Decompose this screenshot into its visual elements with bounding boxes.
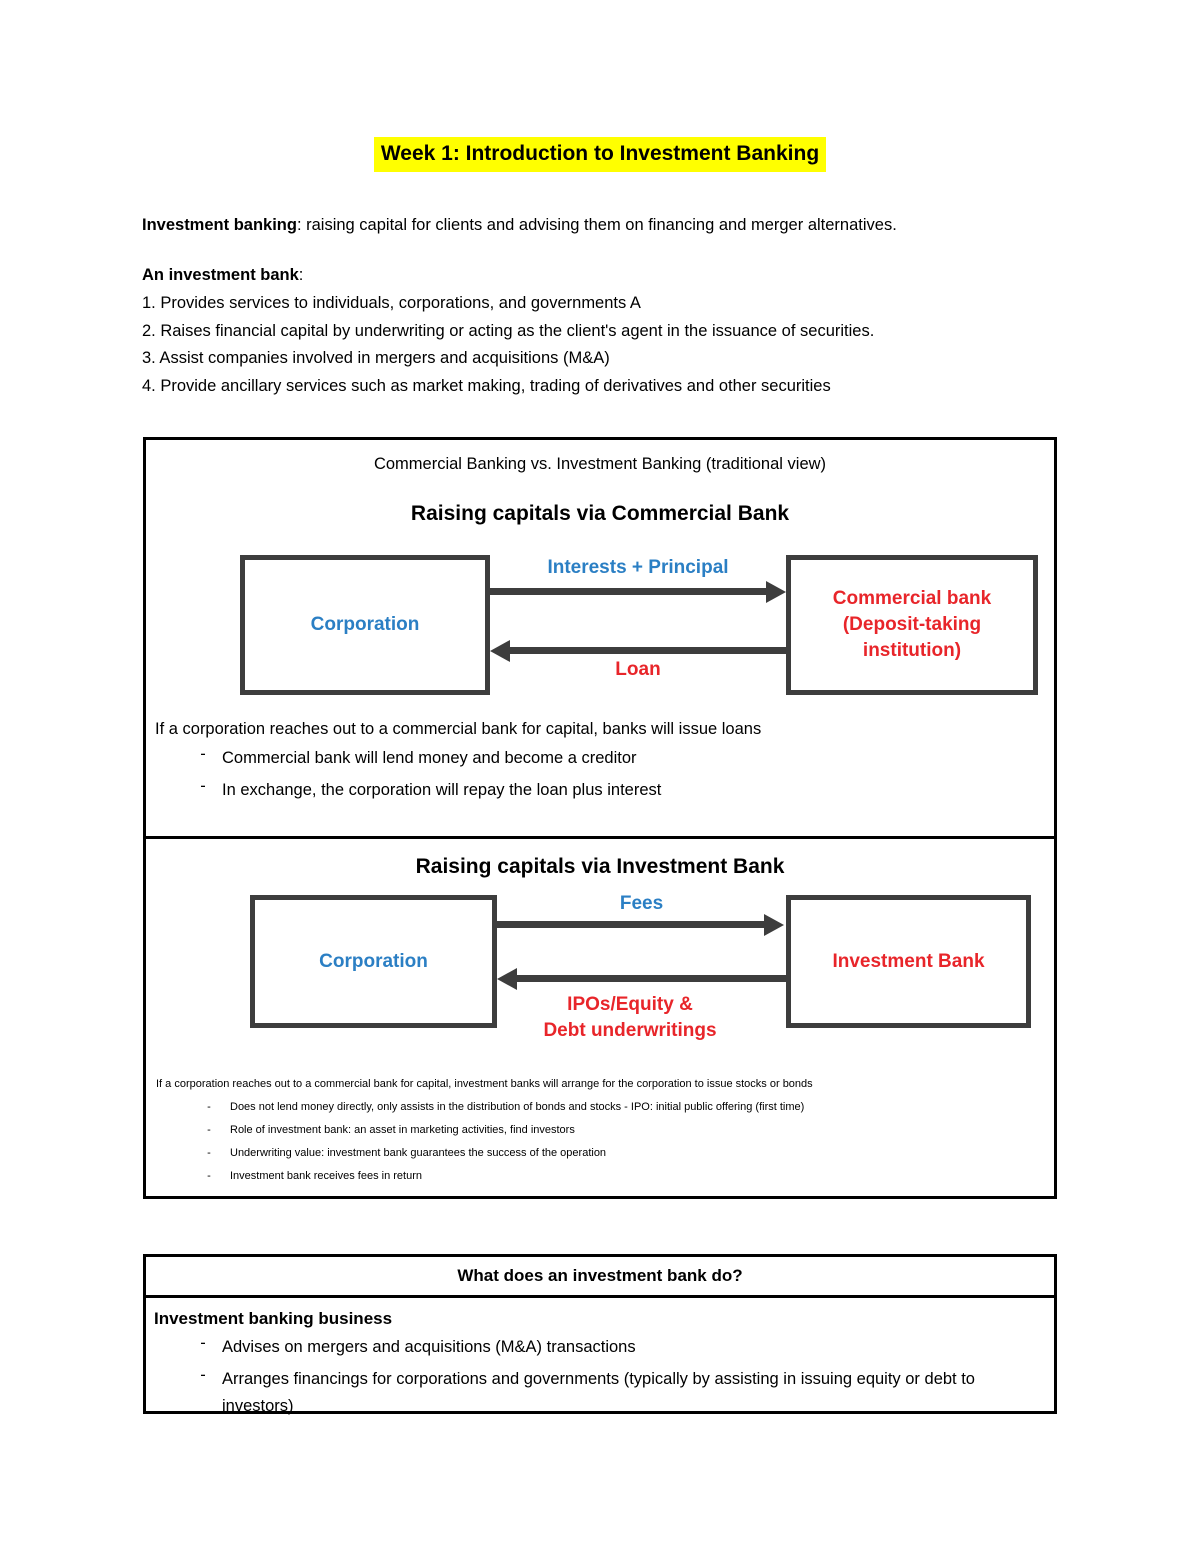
list-item: 2. Raises financial capital by underwrit…: [142, 321, 875, 340]
bullet-text: Investment bank receives fees in return: [230, 1170, 422, 1182]
commercial-bank-label-line: institution): [862, 640, 962, 661]
bullet-marker: -: [207, 1147, 211, 1159]
intro-lead: Investment banking: [142, 216, 297, 234]
bullet-text: Arranges financings for corporations and…: [222, 1370, 975, 1415]
bullet-marker: -: [207, 1101, 211, 1113]
bullet-marker: -: [207, 1170, 211, 1182]
left-arrow-icon: [517, 975, 786, 982]
bullet-item: - Underwriting value: investment bank gu…: [154, 1147, 1046, 1159]
bullet-item: - Arranges financings for corporations a…: [154, 1366, 1046, 1420]
right-arrow-icon: [497, 921, 764, 928]
bullet-text: Advises on mergers and acquisitions (M&A…: [222, 1338, 636, 1356]
commercial-bank-label-line: (Deposit-taking: [842, 614, 982, 635]
list-item: 1. Provides services to individuals, cor…: [142, 294, 641, 312]
what-subheading: Investment banking business: [154, 1309, 393, 1328]
bullet-item: - Advises on mergers and acquisitions (M…: [154, 1334, 1046, 1361]
definition-heading-colon: :: [298, 266, 304, 284]
bullet-marker: -: [207, 1124, 211, 1136]
ipos-equity-label-line: IPOs/Equity &: [567, 994, 693, 1015]
bullet-item: - Does not lend money directly, only ass…: [154, 1101, 1046, 1113]
bullet-text: In exchange, the corporation will repay …: [222, 781, 662, 799]
commercial-note: If a corporation reaches out to a commer…: [155, 720, 762, 738]
definition-heading-text: An investment bank: [142, 266, 299, 284]
investment-bank-label: Investment Bank: [832, 950, 985, 972]
commercial-diagram: Corporation Commercial bank (Deposit-tak…: [154, 555, 1046, 695]
investment-note: If a corporation reaches out to a commer…: [156, 1078, 813, 1090]
investment-bank-node: Investment Bank: [786, 895, 1031, 1028]
interests-principal-label: Interests + Principal: [547, 557, 729, 578]
bullet-marker: -: [200, 777, 206, 795]
page-title: Week 1: Introduction to Investment Banki…: [373, 137, 827, 172]
bullet-marker: -: [200, 1366, 206, 1384]
loan-label: Loan: [615, 659, 661, 680]
what-body-box: Investment banking business - Advises on…: [143, 1295, 1057, 1415]
corporation-node: Corporation: [250, 895, 497, 1028]
fees-label: Fees: [619, 893, 664, 914]
title-row: Week 1: Introduction to Investment Banki…: [0, 137, 1200, 172]
bullet-text: Commercial bank will lend money and beco…: [222, 749, 637, 767]
bullet-text: Does not lend money directly, only assis…: [230, 1101, 805, 1113]
list-item: 3. Assist companies involved in mergers …: [142, 349, 610, 367]
bullet-text: Underwriting value: investment bank guar…: [230, 1147, 607, 1159]
what-header-box: What does an investment bank do?: [143, 1254, 1057, 1298]
corporation-label: Corporation: [319, 950, 428, 972]
intro-rest: : raising capital for clients and advisi…: [296, 216, 897, 234]
ipos-equity-label-line: Debt underwritings: [543, 1020, 717, 1041]
panel-caption: Commercial Banking vs. Investment Bankin…: [373, 455, 827, 473]
investment-banking-panel: Raising capitals via Investment Bank Cor…: [143, 836, 1057, 1199]
investment-diagram: Corporation Investment Bank Fees IPOs/Eq…: [154, 893, 1046, 1041]
bullet-text: Role of investment bank: an asset in mar…: [230, 1124, 575, 1136]
commercial-diagram-title: Raising capitals via Commercial Bank: [410, 502, 790, 525]
list-item: 4. Provide ancillary services such as ma…: [142, 376, 831, 395]
bullet-marker: -: [200, 1334, 206, 1352]
left-arrow-icon: [510, 647, 786, 654]
bullet-item: - Role of investment bank: an asset in m…: [154, 1124, 1046, 1136]
what-header-text: What does an investment bank do?: [457, 1266, 743, 1285]
intro-paragraph: Investment banking: raising capital for …: [142, 216, 1058, 235]
bullet-item: - In exchange, the corporation will repa…: [154, 777, 1046, 803]
definition-list: 1. Provides services to individuals, cor…: [142, 290, 1058, 400]
bullet-item: - Investment bank receives fees in retur…: [154, 1170, 1046, 1182]
commercial-banking-panel: Commercial Banking vs. Investment Bankin…: [143, 437, 1057, 839]
ipos-equity-label: IPOs/Equity & Debt underwritings: [474, 992, 786, 1044]
definition-heading: An investment bank:: [142, 266, 1058, 285]
corporation-node: Corporation: [240, 555, 490, 695]
bullet-item: - Commercial bank will lend money and be…: [154, 745, 1046, 771]
commercial-bank-label-line: Commercial bank: [832, 588, 992, 609]
corporation-label: Corporation: [310, 614, 420, 635]
right-arrow-icon: [490, 588, 766, 595]
investment-diagram-title: Raising capitals via Investment Bank: [415, 855, 785, 878]
investment-notes-block: If a corporation reaches out to a commer…: [154, 1078, 1046, 1182]
bullet-marker: -: [200, 745, 206, 763]
commercial-bank-node: Commercial bank (Deposit-taking institut…: [786, 555, 1038, 695]
